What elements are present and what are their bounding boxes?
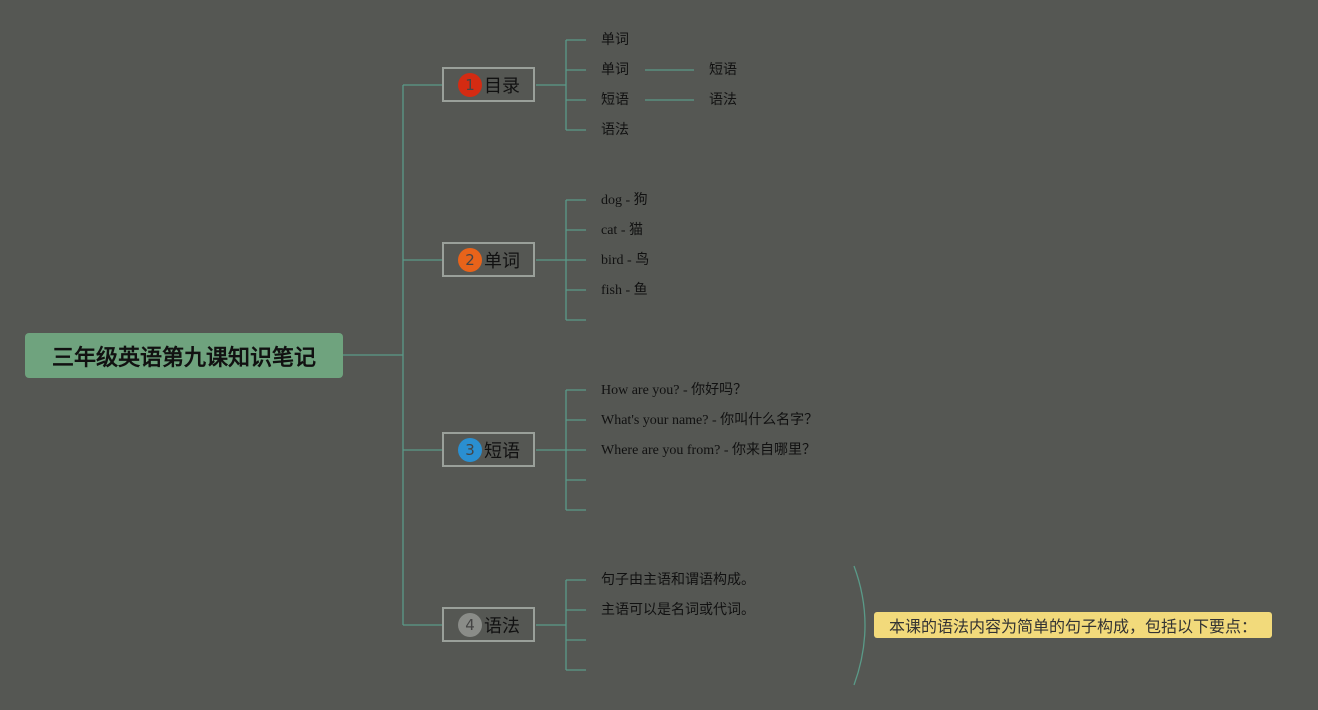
toc-item[interactable]: 单词 <box>601 33 629 48</box>
phrase-item[interactable]: How are you? - 你好吗？ <box>601 383 748 398</box>
number-badge-1: 1 <box>458 72 482 97</box>
number-badge-3: 3 <box>458 437 482 462</box>
grammar-item[interactable]: 主语可以是名词或代词。 <box>601 603 755 618</box>
branch-label: 目录 <box>484 75 520 97</box>
number-badge-2: 2 <box>458 247 482 272</box>
branch-grammar[interactable]: 4 语法 <box>442 607 535 642</box>
phrase-item[interactable]: Where are you from? - 你来自哪里？ <box>601 443 816 458</box>
branch-phrases[interactable]: 3 短语 <box>442 432 535 467</box>
branch-words[interactable]: 2 单词 <box>442 242 535 277</box>
word-item[interactable]: fish - 鱼 <box>601 283 648 298</box>
toc-item[interactable]: 语法 <box>601 123 629 138</box>
branch-toc[interactable]: 1 目录 <box>442 67 535 102</box>
number-badge-4: 4 <box>458 612 482 637</box>
branch-label: 短语 <box>484 440 520 462</box>
toc-subitem[interactable]: 语法 <box>709 93 737 108</box>
root-node[interactable]: 三年级英语第九课知识笔记 <box>25 333 343 378</box>
toc-item[interactable]: 单词 <box>601 63 629 78</box>
word-item[interactable]: dog - 狗 <box>601 193 648 208</box>
toc-subitem[interactable]: 短语 <box>709 63 737 78</box>
word-item[interactable]: cat - 猫 <box>601 223 643 238</box>
grammar-item[interactable]: 句子由主语和谓语构成。 <box>601 573 755 588</box>
summary-note[interactable]: 本课的语法内容为简单的句子构成，包括以下要点： <box>874 612 1272 638</box>
root-title: 三年级英语第九课知识笔记 <box>51 345 316 371</box>
summary-note-text: 本课的语法内容为简单的句子构成，包括以下要点： <box>888 617 1257 636</box>
branch-label: 语法 <box>484 615 520 637</box>
phrase-item[interactable]: What's your name? - 你叫什么名字？ <box>601 413 819 428</box>
word-item[interactable]: bird - 鸟 <box>601 253 650 268</box>
branch-label: 单词 <box>484 250 520 272</box>
toc-item[interactable]: 短语 <box>601 93 629 108</box>
